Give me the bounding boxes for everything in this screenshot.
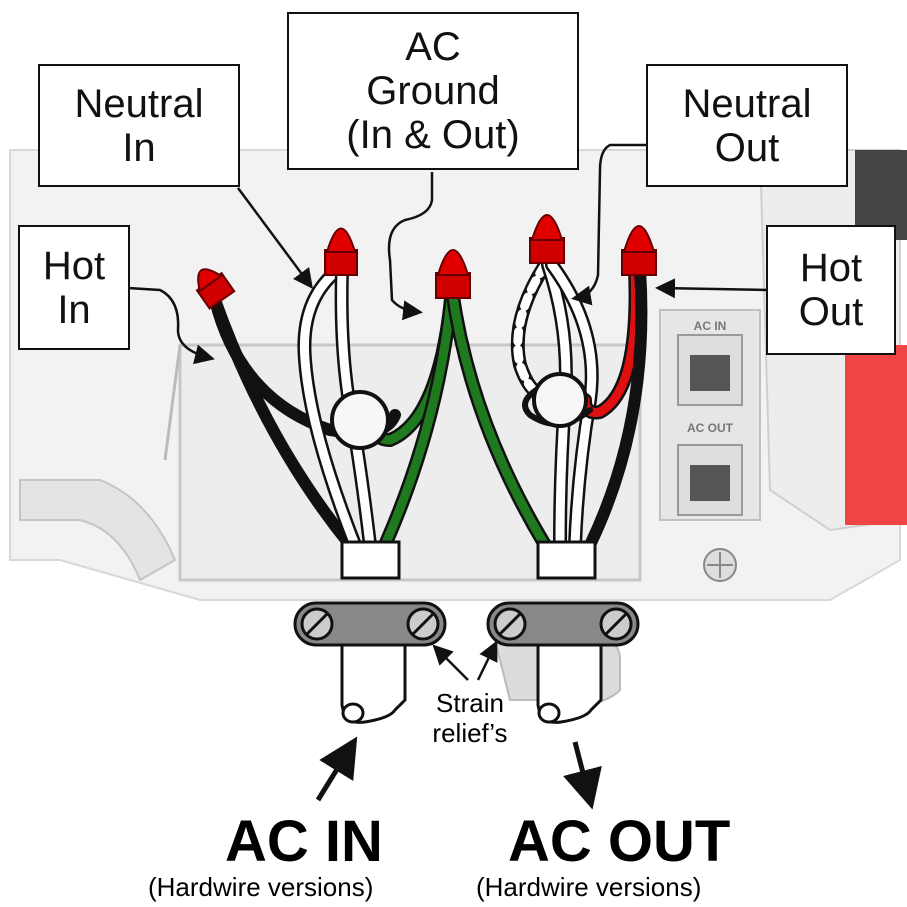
- wire-nut-ground: [435, 249, 471, 299]
- neutral-out-arrow: [571, 143, 648, 306]
- housing: AC IN AC OUT: [9, 149, 907, 705]
- neutral-in-label: Neutral In: [38, 64, 240, 187]
- ac-in-terminal-block: [340, 540, 401, 580]
- ac-out-socket-hole: [690, 465, 730, 501]
- ac-in-arrow: [315, 736, 358, 802]
- ac-in-cable: [340, 638, 407, 724]
- ac-in-title: AC IN: [225, 809, 383, 874]
- hot-out-arrow: [655, 278, 769, 299]
- main-arrows: [315, 736, 602, 810]
- ac-in-socket-hole: [690, 355, 730, 391]
- wires: [209, 258, 648, 552]
- ac-in-panel-text: AC IN: [694, 319, 727, 333]
- ac-in-subtitle: (Hardwire versions): [148, 872, 374, 902]
- strain-relief-arrow-right: [476, 640, 498, 681]
- strain-relief-label: Strain relief’s: [432, 688, 508, 748]
- ac-out-strain-relief: [486, 601, 640, 647]
- ac-out-cable: [536, 638, 603, 724]
- hot-out-label: Hot Out: [766, 225, 896, 355]
- ac-out-terminal-block: [536, 540, 597, 580]
- ac-in-strain-relief: [293, 601, 447, 647]
- wire-nut-neutral-out: [529, 214, 565, 264]
- ground-arrow: [387, 172, 434, 321]
- strain-relief-arrow-left: [432, 644, 469, 681]
- neutral-in-arrow: [236, 187, 313, 290]
- leader-arrows: [127, 143, 769, 681]
- wire-nut-hot-in: [195, 268, 236, 310]
- neutral-out-label: Neutral Out: [646, 64, 848, 187]
- ac-out-subtitle: (Hardwire versions): [476, 872, 702, 902]
- wire-nut-neutral-in: [324, 227, 358, 276]
- wire-nut-hot-out: [621, 225, 657, 276]
- ac-out-panel-text: AC OUT: [687, 421, 734, 435]
- ac-ground-label: AC Ground (In & Out): [287, 12, 579, 170]
- red-housing-part: [845, 345, 907, 525]
- hot-in-arrow: [127, 286, 215, 365]
- ac-out-arrow: [563, 741, 602, 810]
- hot-in-label: Hot In: [18, 225, 130, 350]
- wire-nuts: [195, 214, 657, 310]
- ac-out-title: AC OUT: [508, 809, 731, 874]
